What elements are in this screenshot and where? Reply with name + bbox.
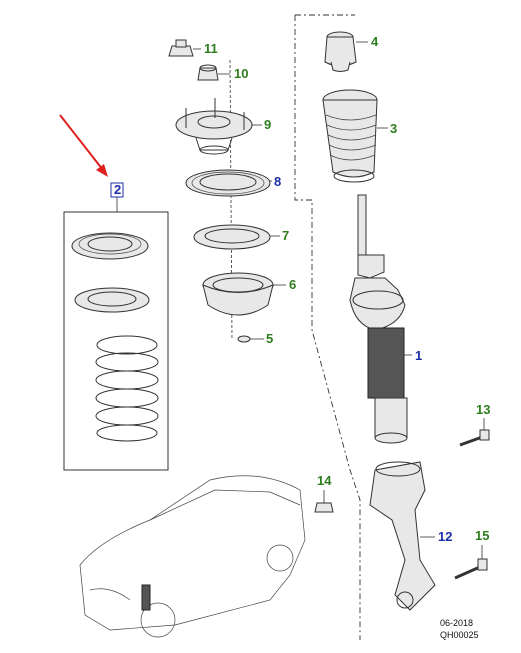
callout-14: 14 (317, 473, 332, 488)
assembly-outline (294, 14, 361, 640)
part-1-strut (349, 194, 408, 444)
callout-5: 5 (266, 331, 273, 346)
callout-2-box (110, 182, 124, 198)
part-13-bolt (459, 429, 490, 447)
part-10-nut (197, 64, 219, 81)
callout-1: 1 (415, 348, 422, 363)
vehicle-outline (79, 475, 306, 638)
part-6-spring-seat (202, 272, 274, 316)
footer-code: QH00025 (440, 630, 479, 640)
part-15-bolt (454, 558, 488, 580)
part-5-bump-stop (237, 335, 251, 343)
spring-assembly-box (63, 211, 169, 471)
part-14-nut (314, 502, 334, 513)
callout-3: 3 (390, 121, 397, 136)
callout-2: 2 (114, 182, 121, 197)
callout-7: 7 (282, 228, 289, 243)
callout-15: 15 (475, 528, 489, 543)
part-8-bearing (185, 169, 271, 197)
spring-upper-seat (71, 232, 149, 260)
callout-4: 4 (371, 34, 379, 49)
callout-9: 9 (264, 117, 271, 132)
part-4-bump-stop (324, 31, 357, 72)
callout-10: 10 (234, 66, 248, 81)
spring-isolator (74, 287, 150, 313)
callout-6: 6 (289, 277, 296, 292)
footer-date: 06-2018 (440, 618, 473, 628)
callout-11: 11 (204, 41, 218, 56)
part-3-dust-boot (322, 89, 378, 183)
red-arrow-icon (59, 114, 108, 177)
callout-13: 13 (476, 402, 490, 417)
part-7-isolator (193, 224, 271, 250)
callout-12: 12 (438, 529, 452, 544)
coil-spring (95, 335, 159, 442)
callout-8: 8 (274, 174, 281, 189)
part-12-knuckle (369, 461, 436, 611)
axis-line (229, 59, 233, 341)
part-9-top-mount (175, 98, 253, 155)
part-11-nut (168, 39, 194, 57)
